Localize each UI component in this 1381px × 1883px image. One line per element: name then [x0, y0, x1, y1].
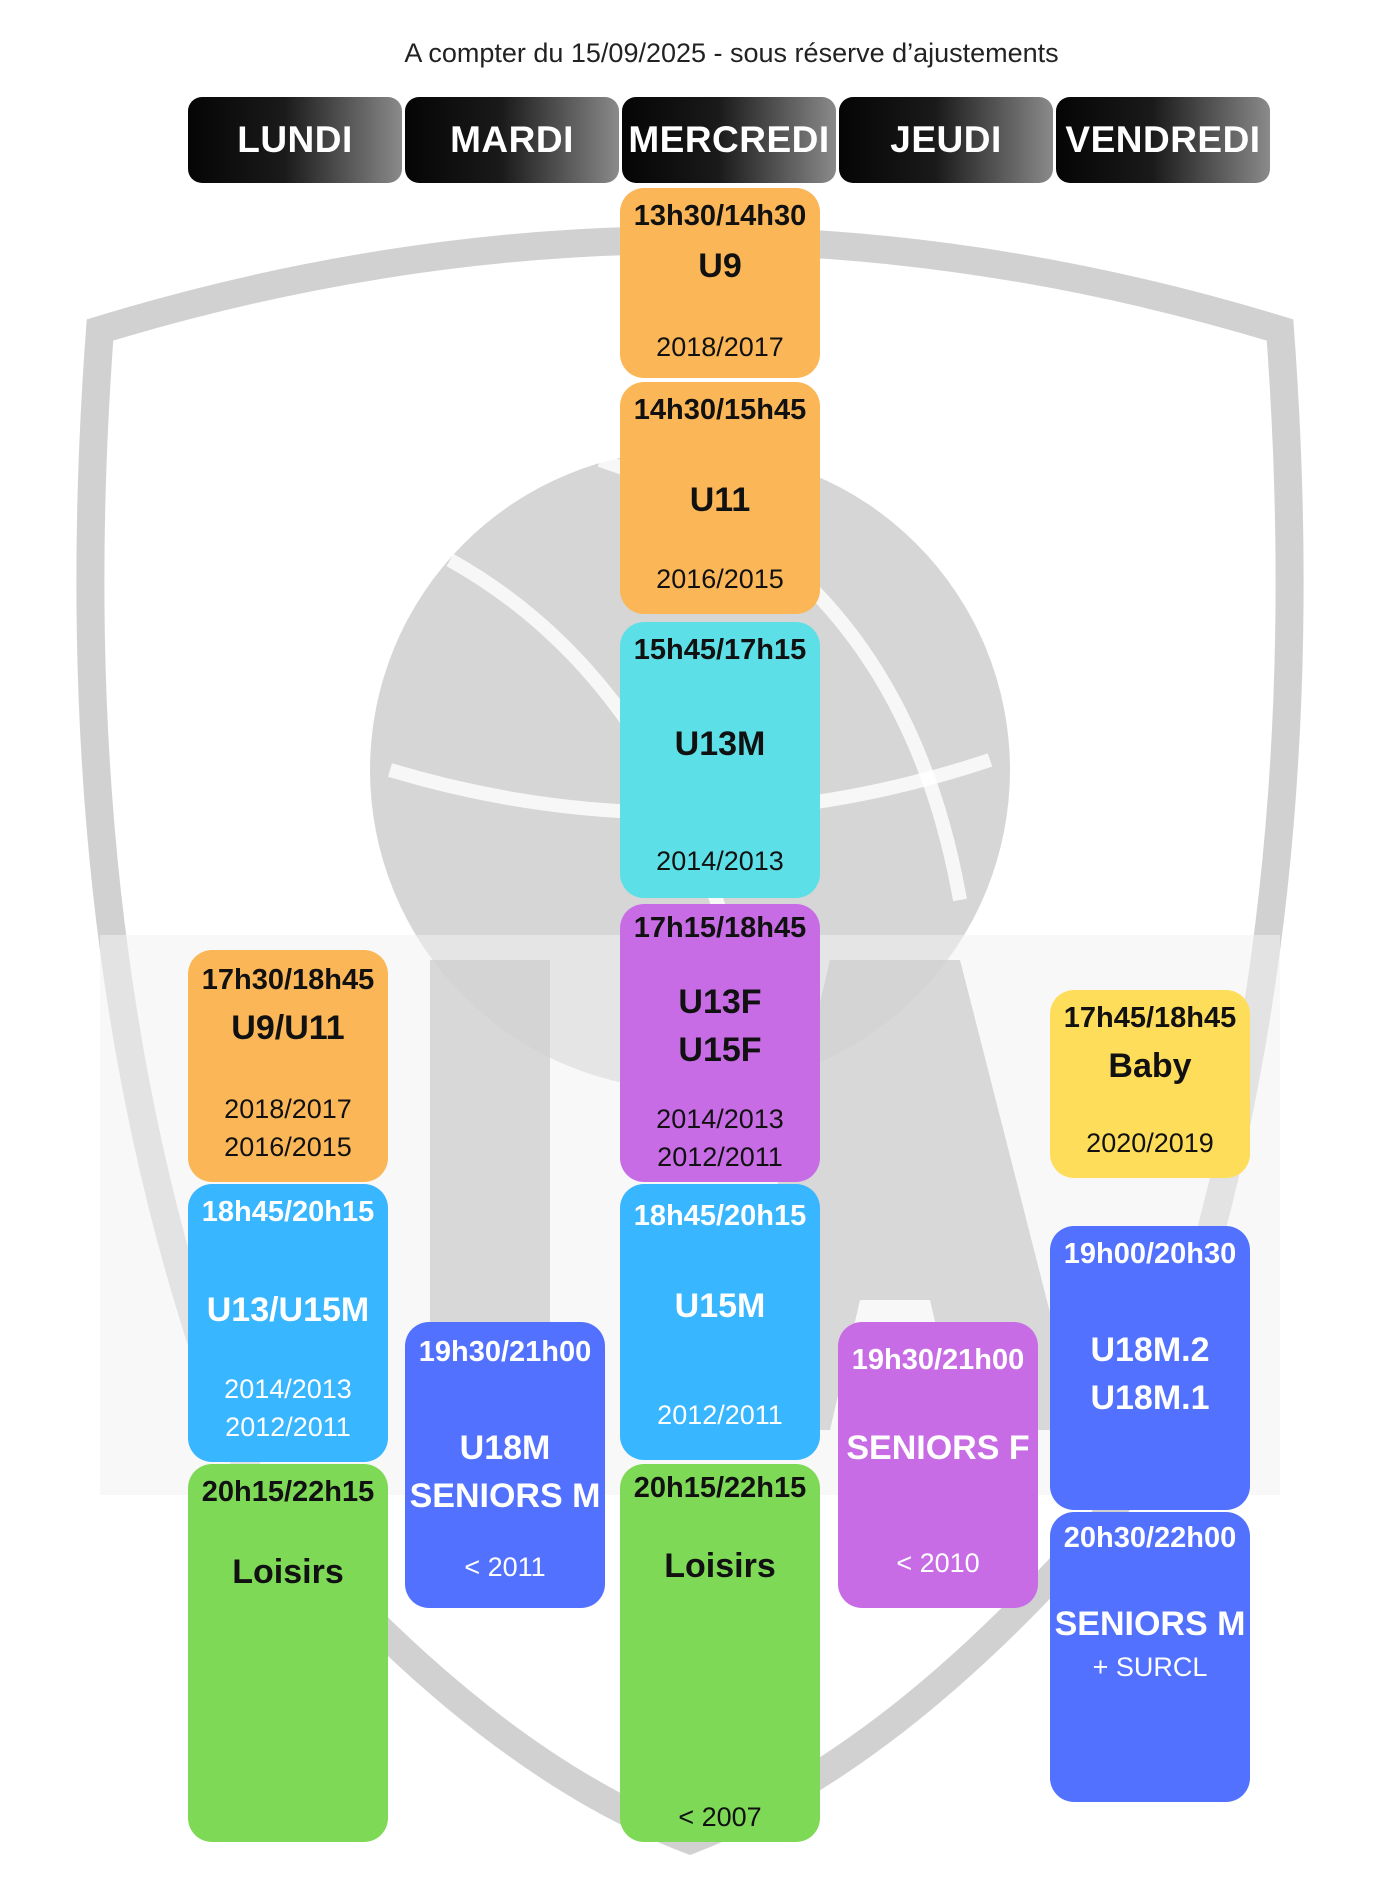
- slot-category: U13/U15M: [206, 1291, 370, 1329]
- slot-mercredi-u13m: 15h45/17h15 U13M 2014/2013: [620, 622, 820, 898]
- slot-years: < 2010: [896, 1548, 980, 1578]
- slot-vendredi-seniors-m: 20h30/22h00 SENIORS M + SURCL: [1050, 1512, 1250, 1802]
- slot-years: 2016/2015: [656, 564, 784, 594]
- slot-years: 2020/2019: [1086, 1128, 1214, 1158]
- slot-category: U18M.2: [1090, 1331, 1210, 1369]
- slot-time: 19h30/21h00: [418, 1336, 592, 1368]
- slot-lundi-u13-u15m: 18h45/20h15 U13/U15M 2014/2013 2012/2011: [188, 1184, 388, 1462]
- slot-note: + SURCL: [1092, 1652, 1208, 1682]
- slot-years: 2012/2011: [657, 1142, 783, 1172]
- slot-years: 2014/2013: [224, 1374, 352, 1404]
- slot-lundi-u9-u11: 17h30/18h45 U9/U11 2018/2017 2016/2015: [188, 950, 388, 1182]
- slot-category: Loisirs: [664, 1547, 776, 1585]
- slot-jeudi-seniors-f: 19h30/21h00 SENIORS F < 2010: [838, 1322, 1038, 1608]
- slot-time: 17h30/18h45: [201, 964, 375, 996]
- slot-mardi-u18m-seniors-m: 19h30/21h00 U18M SENIORS M < 2011: [405, 1322, 605, 1608]
- slot-time: 14h30/15h45: [633, 394, 807, 426]
- slot-category: U9/U11: [231, 1009, 345, 1047]
- slot-mercredi-u15m: 18h45/20h15 U15M 2012/2011: [620, 1184, 820, 1460]
- slot-category: U11: [689, 481, 751, 519]
- slot-time: 20h30/22h00: [1063, 1522, 1237, 1554]
- slot-years: 2014/2013: [656, 1104, 784, 1134]
- slot-time: 19h30/21h00: [851, 1344, 1025, 1376]
- slot-lundi-loisirs: 20h15/22h15 Loisirs: [188, 1464, 388, 1842]
- slot-time: 18h45/20h15: [201, 1196, 375, 1228]
- slot-time: 19h00/20h30: [1063, 1238, 1237, 1270]
- slot-category: U18M: [459, 1429, 551, 1467]
- slot-years: 2012/2011: [657, 1400, 783, 1430]
- schedule-subtitle: A compter du 15/09/2025 - sous réserve d…: [404, 38, 1059, 68]
- day-header-mercredi: MERCREDI: [622, 97, 836, 183]
- slot-years: 2018/2017: [656, 332, 784, 362]
- slot-years: 2014/2013: [656, 846, 784, 876]
- slot-category: SENIORS M: [1054, 1605, 1246, 1643]
- slot-category: U13F: [678, 983, 762, 1021]
- slot-category: Baby: [1108, 1047, 1192, 1085]
- slot-time: 17h45/18h45: [1063, 1002, 1237, 1034]
- slot-mercredi-loisirs: 20h15/22h15 Loisirs < 2007: [620, 1464, 820, 1842]
- slot-time: 20h15/22h15: [201, 1476, 375, 1508]
- slot-vendredi-u18m: 19h00/20h30 U18M.2 U18M.1: [1050, 1226, 1250, 1510]
- day-header-lundi: LUNDI: [188, 97, 402, 183]
- slot-mercredi-u11: 14h30/15h45 U11 2016/2015: [620, 382, 820, 614]
- slot-category: Loisirs: [232, 1553, 344, 1591]
- slot-mercredi-u13f-u15f: 17h15/18h45 U13F U15F 2014/2013 2012/201…: [620, 904, 820, 1182]
- slot-time: 20h15/22h15: [633, 1472, 807, 1504]
- slot-category: SENIORS F: [846, 1429, 1030, 1467]
- slot-time: 15h45/17h15: [633, 634, 807, 666]
- slot-category: U15M: [674, 1287, 766, 1325]
- slot-time: 18h45/20h15: [633, 1200, 807, 1232]
- slot-years: < 2011: [464, 1552, 546, 1582]
- slot-years: < 2007: [678, 1802, 762, 1832]
- slot-time: 13h30/14h30: [633, 200, 807, 232]
- slot-category: U9: [698, 247, 742, 285]
- slot-category: U13M: [674, 725, 766, 763]
- slot-years: 2016/2015: [224, 1132, 352, 1162]
- slot-vendredi-baby: 17h45/18h45 Baby 2020/2019: [1050, 990, 1250, 1178]
- day-header-mardi: MARDI: [405, 97, 619, 183]
- slot-years: 2018/2017: [224, 1094, 352, 1124]
- slot-mercredi-u9: 13h30/14h30 U9 2018/2017: [620, 188, 820, 378]
- slot-category: SENIORS M: [409, 1477, 601, 1515]
- slot-category: U15F: [678, 1031, 762, 1069]
- day-header-vendredi: VENDREDI: [1056, 97, 1270, 183]
- slot-years: 2012/2011: [225, 1412, 351, 1442]
- slot-category: U18M.1: [1090, 1379, 1210, 1417]
- day-header-jeudi: JEUDI: [839, 97, 1053, 183]
- slot-time: 17h15/18h45: [633, 912, 807, 944]
